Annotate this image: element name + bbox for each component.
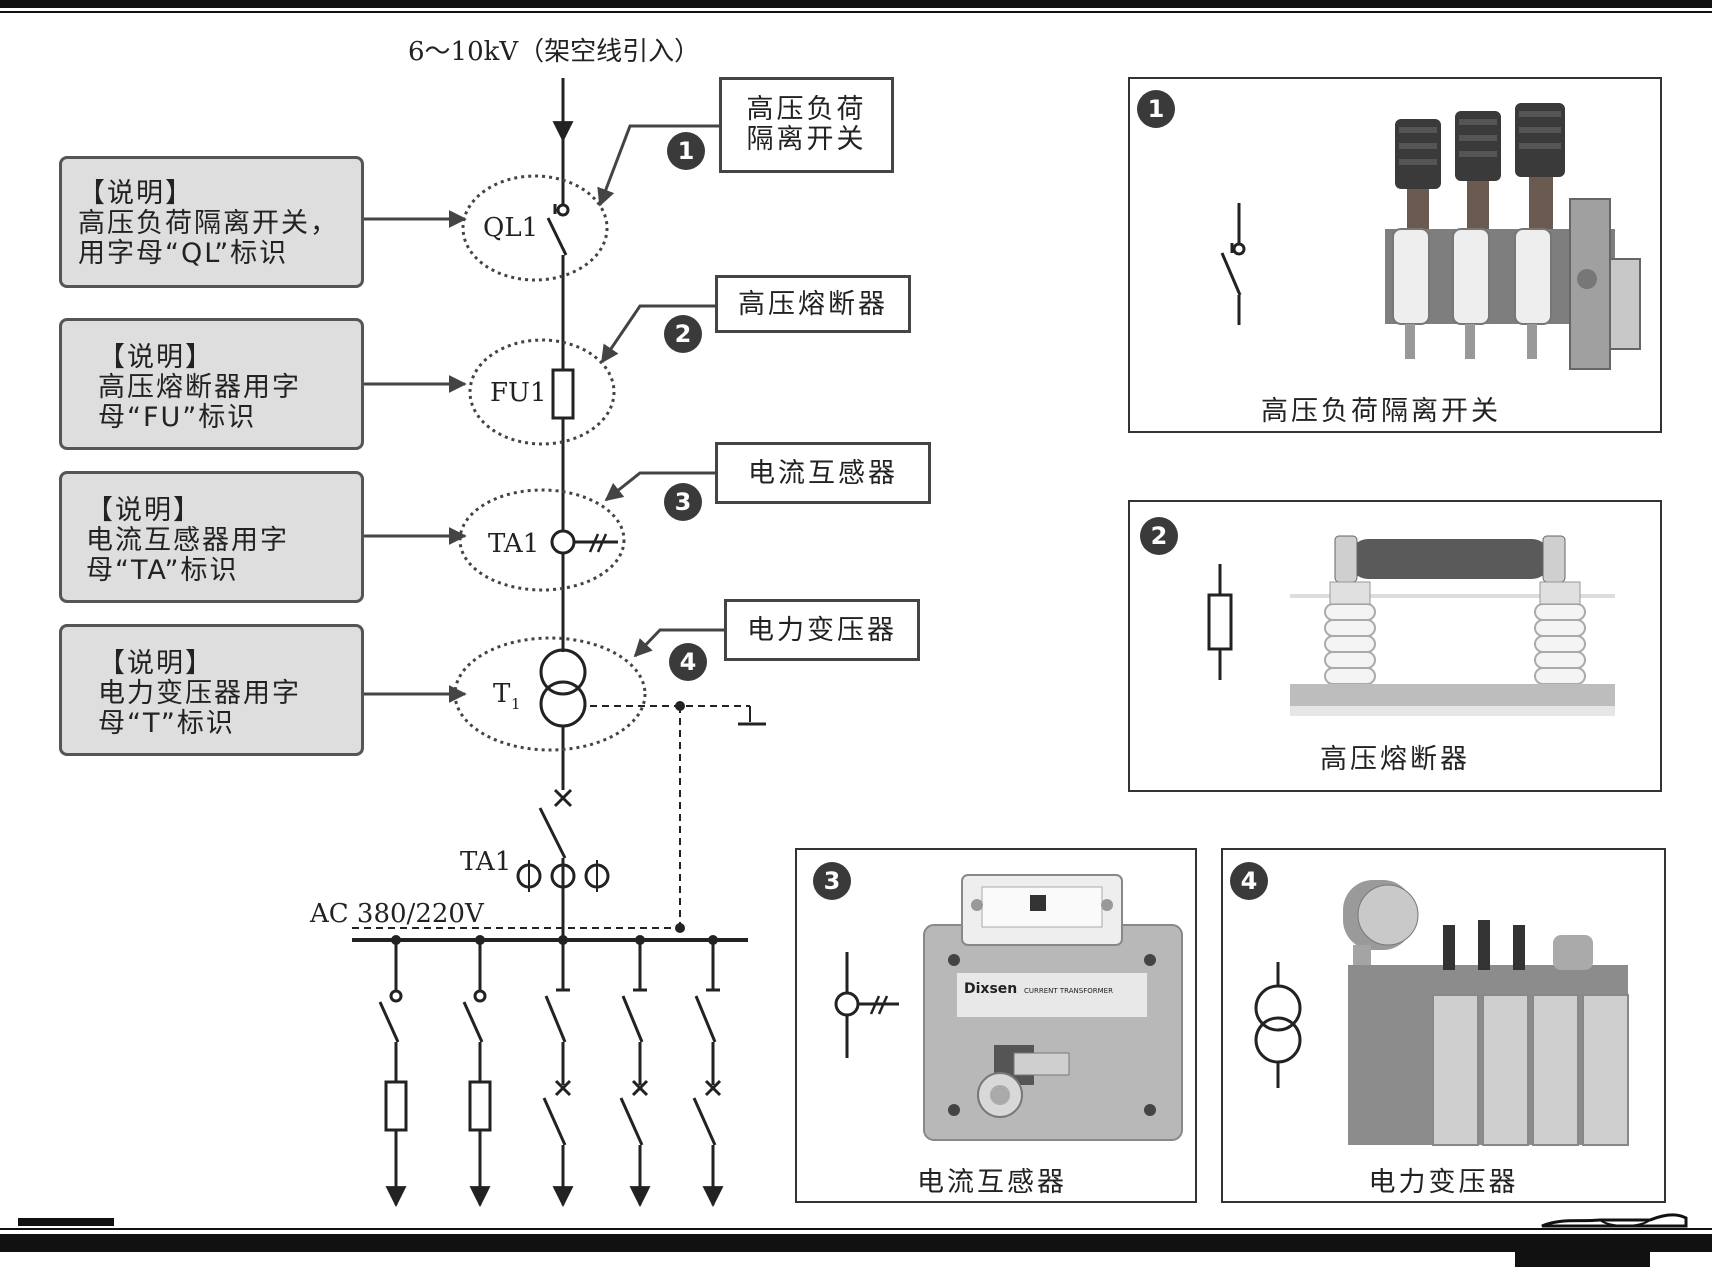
note-4-line-2: 电力变压器用字 (98, 678, 301, 709)
callout-2-leader (600, 304, 716, 364)
lv-main-breaker (538, 807, 567, 859)
bottom-rule-thin (0, 1228, 1712, 1230)
feeder-4 (619, 935, 651, 1208)
callout-1-line-2: 隔离开关 (746, 124, 867, 155)
callout-3-line-1: 电流互感器 (748, 458, 898, 489)
ct-photo: Dixsen CURRENT TRANSFORMER (923, 874, 1183, 1141)
callout-box-2: 高压熔断器 (715, 275, 911, 333)
ct-brand-text: Dixsen (964, 981, 1017, 997)
callout-box-1: 高压负荷 隔离开关 (719, 77, 894, 173)
top-rule-thin (0, 11, 1712, 13)
note-2-line-3: 母“FU”标识 (98, 402, 257, 433)
bus-voltage-label: AC 380/220V (309, 899, 485, 929)
callout-3-number: 3 (664, 483, 702, 521)
callout-4-line-1: 电力变压器 (747, 615, 897, 646)
transformer-symbol-icon (1254, 962, 1302, 1088)
panel-power-transformer: 4 电力变压器 (1221, 848, 1666, 1203)
note-3-line-1: 【说明】 (86, 495, 202, 526)
note-2-line-2: 高压熔断器用字 (98, 372, 301, 403)
ta-highlight-ellipse (458, 488, 626, 592)
panel-load-switch: 1 (1128, 77, 1662, 433)
ta-ct-symbol (550, 529, 576, 555)
callout-4-number: 4 (669, 643, 707, 681)
panel-2-caption: 高压熔断器 (1320, 744, 1470, 775)
hv-fuse-photo (1290, 535, 1615, 716)
callout-4-leader (633, 628, 724, 658)
feeder-5 (692, 935, 724, 1208)
fu-highlight-ellipse (468, 338, 616, 446)
fu-fuse-symbol (551, 368, 575, 420)
note-2-line-1: 【说明】 (98, 342, 214, 373)
callout-1-leader (597, 124, 720, 207)
callout-box-3: 电流互感器 (715, 442, 931, 504)
feeder-1 (378, 935, 408, 1208)
callout-3-leader (604, 471, 716, 502)
t-label-subscript: 1 (511, 695, 521, 713)
ql-switch-blade (546, 217, 568, 256)
callout-2-line-1: 高压熔断器 (738, 289, 888, 320)
t-transformer-lower (539, 680, 587, 728)
power-transformer-photo (1343, 880, 1629, 1146)
source-label: 6～10kV（架空线引入） (408, 37, 700, 67)
callout-1-line-1: 高压负荷 (746, 94, 867, 125)
fu-label: FU1 (490, 378, 547, 408)
fuse-symbol-icon (1207, 564, 1233, 680)
t-transformer-upper (539, 648, 587, 696)
note-3-line-3: 母“TA”标识 (86, 555, 239, 586)
note-box-ql: 【说明】 高压负荷隔离开关， 用字母“QL”标识 (59, 156, 364, 288)
callout-box-4: 电力变压器 (724, 599, 920, 661)
load-switch-symbol-icon (1220, 203, 1246, 325)
note-3-line-2: 电流互感器用字 (86, 525, 289, 556)
bottom-left-mark (18, 1218, 114, 1226)
panel-3-number: 3 (813, 862, 851, 900)
ql-contact (556, 203, 570, 217)
panel-4-caption: 电力变压器 (1368, 1167, 1519, 1198)
note-4-line-3: 母“T”标识 (98, 708, 235, 739)
callout-1-number: 1 (667, 132, 705, 170)
feeder-3 (542, 935, 574, 1208)
ql-highlight-ellipse (461, 174, 609, 282)
note-4-line-1: 【说明】 (98, 648, 214, 679)
note-1-line-1: 【说明】 (78, 178, 194, 209)
panel-1-number: 1 (1137, 90, 1175, 128)
ta-label: TA1 (488, 529, 539, 559)
feeder-2 (462, 935, 492, 1208)
callout-2-number: 2 (664, 315, 702, 353)
bottom-right-ornament (1541, 1213, 1688, 1228)
note-box-fu: 【说明】 高压熔断器用字 母“FU”标识 (59, 318, 364, 450)
panel-1-caption: 高压负荷隔离开关 (1261, 396, 1501, 427)
panel-2-number: 2 (1140, 517, 1178, 555)
ql-label: QL1 (483, 213, 538, 243)
lv-ct-2 (550, 863, 576, 889)
note-1-line-2: 高压负荷隔离开关， (78, 208, 339, 239)
top-rule (0, 0, 1712, 8)
note-1-line-3: 用字母“QL”标识 (78, 238, 289, 269)
panel-current-transformer: 3 Dixsen CURRENT TRANSFORMER 电流互感器 (795, 848, 1197, 1203)
load-switch-photo (1385, 103, 1641, 370)
note-box-t: 【说明】 电力变压器用字 母“T”标识 (59, 624, 364, 756)
ct-symbol-icon (834, 952, 899, 1058)
bottom-right-tab (1515, 1252, 1650, 1267)
panel-4-number: 4 (1230, 862, 1268, 900)
note-box-ta: 【说明】 电流互感器用字 母“TA”标识 (59, 471, 364, 603)
t-label: T (493, 679, 511, 709)
panel-3-caption: 电流互感器 (917, 1167, 1067, 1198)
panel-hv-fuse: 2 高压熔断器 (1128, 500, 1662, 792)
bottom-rule (0, 1234, 1712, 1252)
ct-brand-sub-text: CURRENT TRANSFORMER (1024, 987, 1113, 995)
lv-ta-label: TA1 (460, 847, 511, 877)
